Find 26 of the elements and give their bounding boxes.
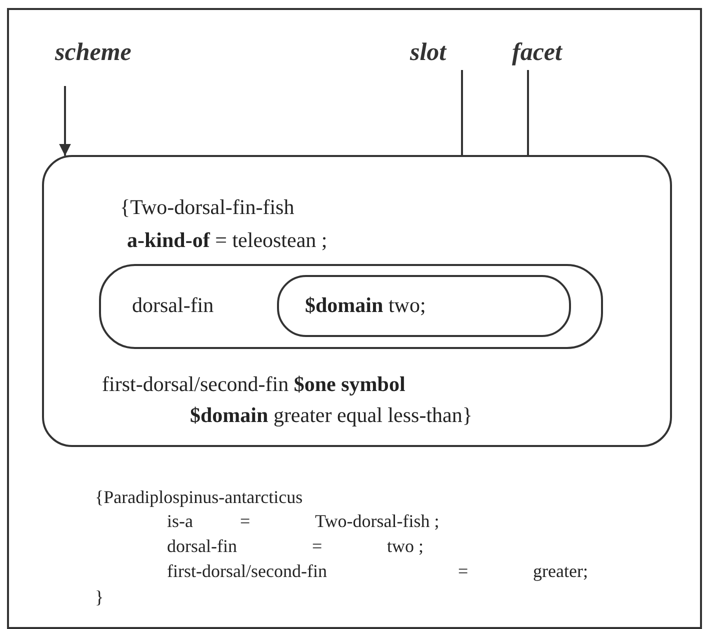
code-text: dorsal-fin (132, 293, 214, 317)
arrow (59, 86, 71, 156)
term-label: facet (512, 40, 576, 66)
code-text: {Paradiplospinus-antarcticus (95, 487, 303, 507)
leader-line (461, 70, 463, 155)
term-label: scheme (55, 40, 143, 66)
code-text: dorsal-fin (167, 536, 237, 556)
code-text: } (95, 587, 104, 607)
leader-line (527, 70, 529, 155)
rounded-frame (99, 264, 603, 349)
code-text: $domain greater equal less-than} (190, 403, 472, 427)
term-label: slot (410, 40, 464, 66)
code-text: = (312, 536, 322, 556)
rounded-frame (277, 275, 571, 337)
code-text: $domain two; (305, 293, 426, 317)
code-text: a-kind-of = teleostean ; (127, 228, 328, 252)
code-text: Two-dorsal-fish ; (315, 511, 440, 531)
code-text: greater; (533, 561, 588, 581)
code-text: = (458, 561, 468, 581)
code-text: first-dorsal/second-fin (167, 561, 327, 581)
code-text: {Two-dorsal-fin-fish (120, 195, 294, 219)
code-text: two ; (387, 536, 424, 556)
rounded-frame (42, 155, 672, 447)
code-text: first-dorsal/second-fin $one symbol (102, 372, 406, 396)
code-text: is-a (167, 511, 193, 531)
code-text: = (240, 511, 250, 531)
